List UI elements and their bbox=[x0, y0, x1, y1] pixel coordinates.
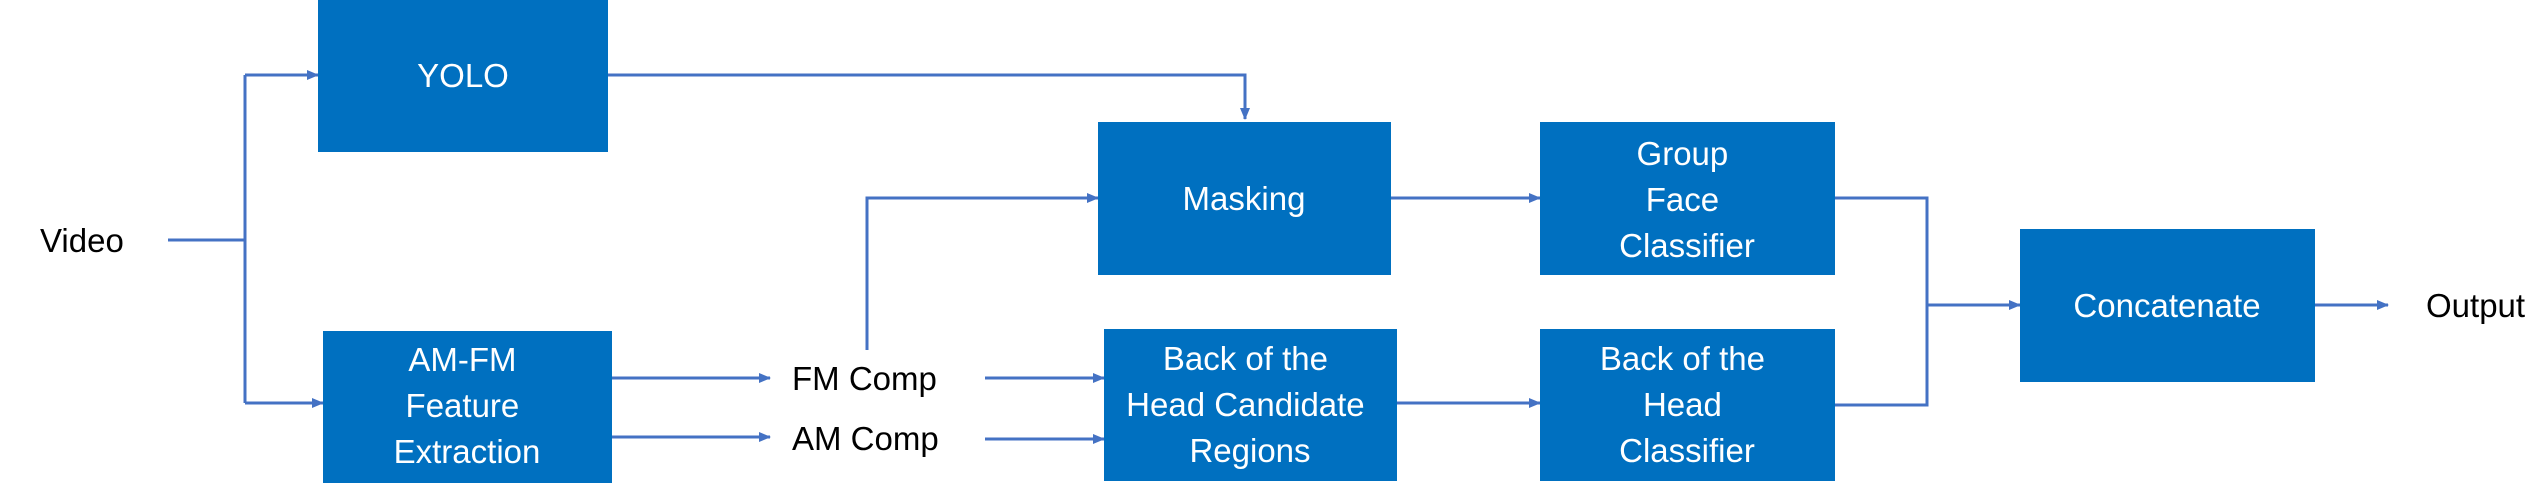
masking-box: Masking bbox=[1098, 122, 1391, 275]
groupface-label-line-3: Classifier bbox=[1619, 227, 1755, 264]
svg-text:Back of the Head Candid: Back of the Head Candidate Regions bbox=[1126, 340, 1374, 469]
amfm-label-line-2: Feature bbox=[406, 387, 520, 424]
fm-comp-label: FM Comp bbox=[792, 360, 937, 397]
bhclassifier-label-line-3: Classifier bbox=[1619, 432, 1755, 469]
arrow-fmcomp-to-masking bbox=[865, 193, 1099, 350]
svg-text:Masking: Masking bbox=[1183, 180, 1306, 217]
amfm-feature-extraction-box: AM-FM Feature Extraction bbox=[323, 331, 612, 483]
video-label: Video bbox=[40, 222, 124, 259]
svg-text:Concatenate: Concatenate bbox=[2073, 287, 2260, 324]
svg-text:YOLO: YOLO bbox=[417, 57, 509, 94]
connector-video-split bbox=[168, 75, 247, 403]
svg-text:Back of the Head C: Back of the Head Classifier bbox=[1600, 340, 1774, 469]
amfm-label-line-1: AM-FM bbox=[408, 341, 516, 378]
concatenate-label: Concatenate bbox=[2073, 287, 2260, 324]
masking-label: Masking bbox=[1183, 180, 1306, 217]
regions-label-line-2: Head Candidate bbox=[1126, 386, 1365, 423]
connector-classifiers-merge bbox=[1835, 196, 1929, 407]
groupface-label-line-2: Face bbox=[1646, 181, 1719, 218]
yolo-box: YOLO bbox=[318, 0, 608, 152]
am-comp-label: AM Comp bbox=[792, 420, 939, 457]
connectors bbox=[168, 70, 2389, 444]
bhclassifier-label-line-1: Back of the bbox=[1600, 340, 1765, 377]
groupface-label-line-1: Group bbox=[1637, 135, 1729, 172]
amfm-label-line-3: Extraction bbox=[394, 433, 541, 470]
arrow-yolo-to-masking bbox=[608, 73, 1250, 120]
regions-label-line-3: Regions bbox=[1189, 432, 1310, 469]
bhclassifier-label-line-2: Head bbox=[1643, 386, 1722, 423]
yolo-label: YOLO bbox=[417, 57, 509, 94]
group-face-classifier-box: Group Face Classifier bbox=[1540, 122, 1835, 275]
concatenate-box: Concatenate bbox=[2020, 229, 2315, 382]
output-label: Output bbox=[2426, 287, 2525, 324]
svg-text:Group Face Classif: Group Face Classifier bbox=[1619, 135, 1755, 264]
back-of-head-classifier-box: Back of the Head Classifier bbox=[1540, 329, 1835, 481]
svg-text:AM-FM Feature Extr: AM-FM Feature Extraction bbox=[394, 341, 541, 470]
regions-label-line-1: Back of the bbox=[1163, 340, 1328, 377]
back-of-head-candidate-regions-box: Back of the Head Candidate Regions bbox=[1104, 329, 1397, 481]
